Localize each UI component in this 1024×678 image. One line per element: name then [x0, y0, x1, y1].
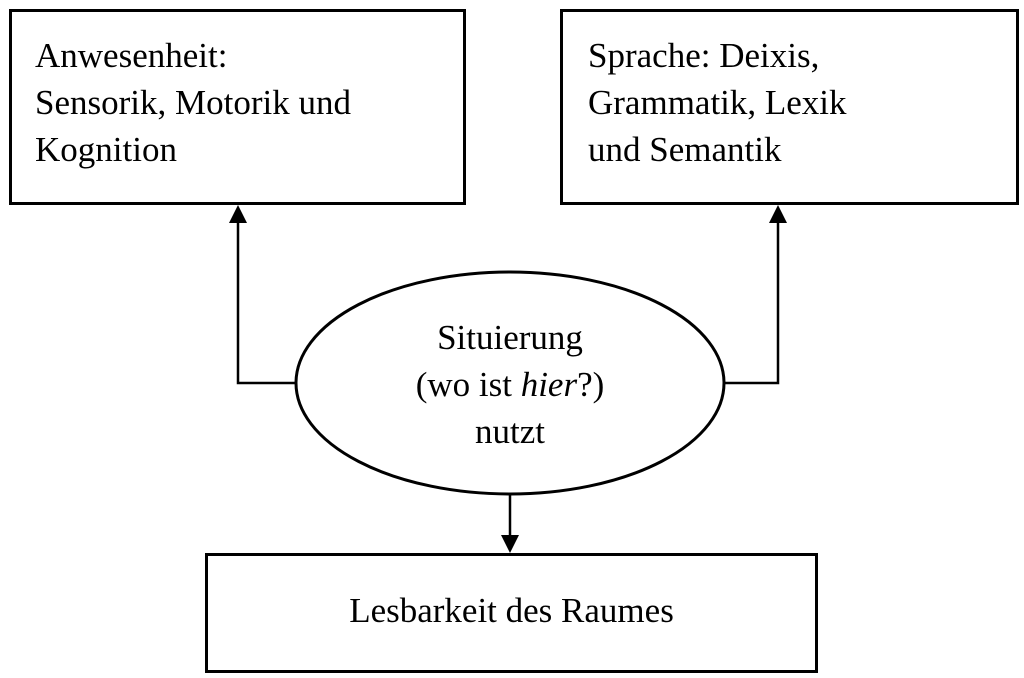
lesbarkeit-label: Lesbarkeit des Raumes — [349, 590, 674, 630]
situierung-text: Situierung (wo ist hier?) nutzt — [296, 314, 724, 455]
situierung-line-2: (wo ist hier?) — [296, 361, 724, 408]
arrowhead-up-right-icon — [769, 205, 787, 223]
arrowhead-up-left-icon — [229, 205, 247, 223]
situierung-line-2-pre: (wo ist — [415, 365, 521, 404]
situierung-line-2-emphasis: hier — [520, 365, 578, 404]
arrowhead-down-icon — [501, 535, 519, 553]
anwesenheit-line-2: Sensorik, Motorik und — [35, 83, 351, 122]
situierung-line-2-post: ?) — [577, 365, 605, 404]
situierung-ellipse — [294, 270, 726, 496]
anwesenheit-box: Anwesenheit: Sensorik, Motorik und Kogni… — [9, 9, 466, 205]
anwesenheit-line-1: Anwesenheit: — [35, 36, 228, 75]
sprache-line-2: Grammatik, Lexik — [588, 83, 847, 122]
connector-line-right — [723, 221, 780, 385]
sprache-line-1: Sprache: Deixis, — [588, 36, 820, 75]
sprache-box: Sprache: Deixis, Grammatik, Lexik und Se… — [560, 9, 1019, 205]
lesbarkeit-box: Lesbarkeit des Raumes — [205, 553, 818, 673]
sprache-line-3: und Semantik — [588, 130, 782, 169]
situierung-line-3: nutzt — [475, 412, 545, 451]
situierung-line-1: Situierung — [437, 318, 583, 357]
anwesenheit-text: Anwesenheit: Sensorik, Motorik und Kogni… — [35, 32, 351, 173]
sprache-text: Sprache: Deixis, Grammatik, Lexik und Se… — [588, 32, 847, 173]
anwesenheit-line-3: Kognition — [35, 130, 177, 169]
connector-line-left — [236, 221, 297, 385]
